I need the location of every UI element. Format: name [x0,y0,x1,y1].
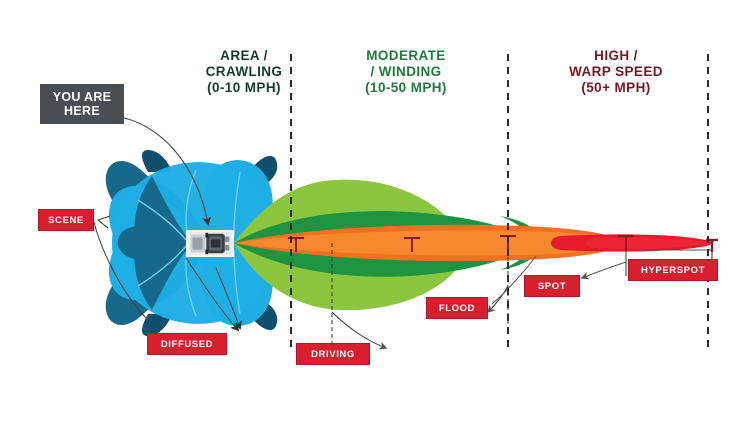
leader-spot [580,261,627,280]
beam-label-spot[interactable]: SPOT [524,275,580,297]
beam-label-flood[interactable]: FLOOD [426,297,488,319]
beam-tick-marks [288,235,718,252]
leader-flood [491,255,537,305]
zone-header-area-crawling: AREA / CRAWLING (0-10 MPH) [205,48,283,95]
leader-driving [331,311,388,350]
zone-header-high-warp-speed: HIGH / WARP SPEED (50+ MPH) [569,48,663,95]
leader-scene [93,221,147,319]
beam-label-driving[interactable]: DRIVING [296,343,370,365]
beam-label-scene[interactable]: SCENE [38,209,94,231]
leader-lines [93,117,713,350]
you-are-here-callout: YOU ARE HERE [40,84,124,124]
zone-header-moderate-winding: MODERATE / WINDING (10-50 MPH) [365,48,447,95]
vehicle-icon [186,230,234,257]
leader-you-are-here [123,117,212,226]
leader-diffused [185,257,240,332]
beam-hyperspot [551,234,712,252]
beam-label-hyperspot[interactable]: HYPERSPOT [628,259,718,281]
zone-dividers [290,54,709,352]
car-top-view-icon [188,231,232,256]
beam-label-diffused[interactable]: DIFFUSED [147,333,227,355]
